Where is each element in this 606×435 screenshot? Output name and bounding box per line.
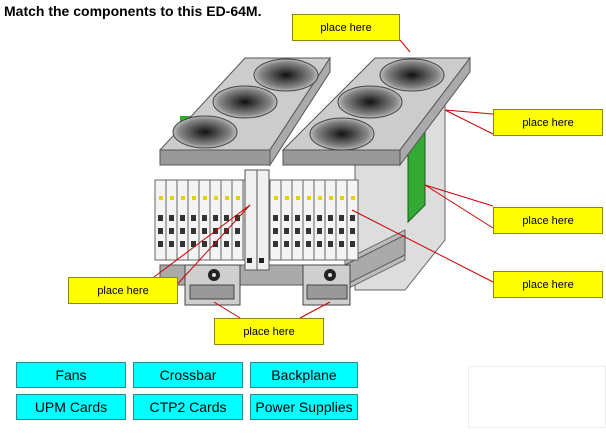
drop-target-left[interactable]: place here bbox=[68, 277, 178, 304]
chip-fans[interactable]: Fans bbox=[16, 362, 126, 388]
blank-panel bbox=[468, 366, 606, 428]
chip-backplane[interactable]: Backplane bbox=[250, 362, 358, 388]
power-supply-right bbox=[302, 264, 351, 306]
power-supply-left bbox=[184, 264, 241, 306]
drop-target-top[interactable]: place here bbox=[292, 14, 400, 41]
drop-target-right-1[interactable]: place here bbox=[493, 109, 603, 136]
fans bbox=[172, 58, 445, 151]
drop-target-right-2[interactable]: place here bbox=[493, 207, 603, 234]
card-cage bbox=[154, 179, 359, 261]
chip-upm-cards[interactable]: UPM Cards bbox=[16, 394, 126, 420]
drop-target-right-3[interactable]: place here bbox=[493, 271, 603, 298]
page-title: Match the components to this ED-64M. bbox=[4, 3, 262, 19]
drop-target-bottom[interactable]: place here bbox=[214, 318, 324, 345]
chip-crossbar[interactable]: Crossbar bbox=[133, 362, 243, 388]
chip-ctp2-cards[interactable]: CTP2 Cards bbox=[133, 394, 243, 420]
chip-power-supplies[interactable]: Power Supplies bbox=[250, 394, 358, 420]
ctp2-cards bbox=[244, 169, 270, 271]
